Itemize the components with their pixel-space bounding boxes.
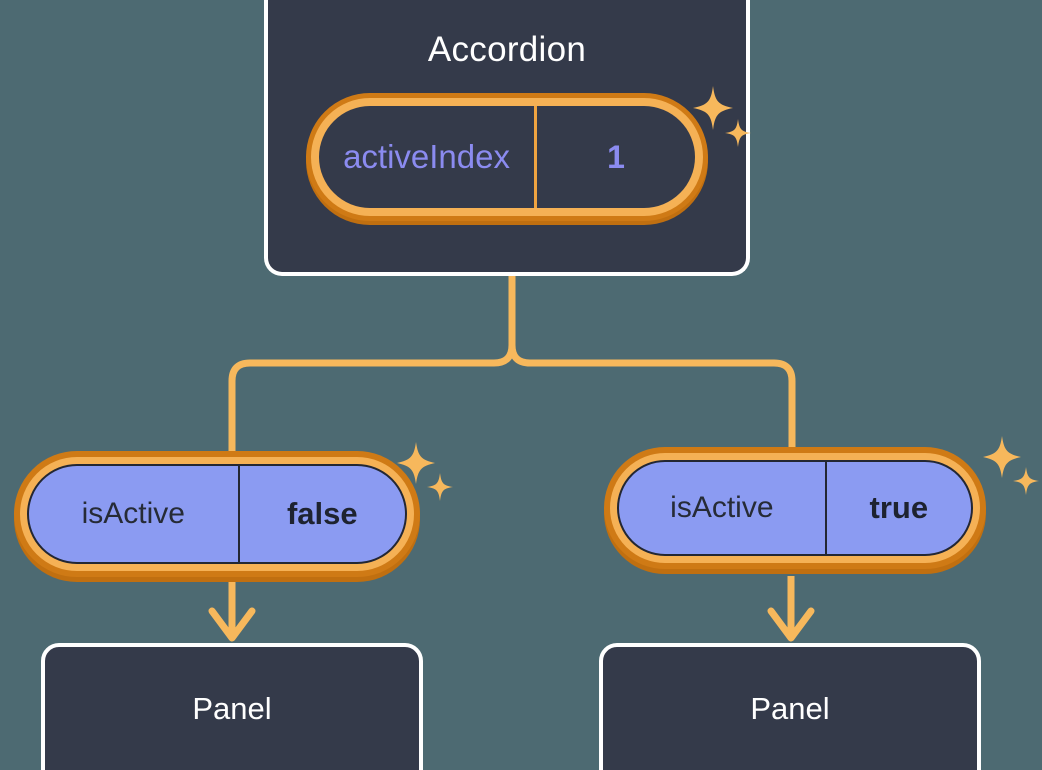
arrow-down-icon-left bbox=[208, 582, 256, 642]
state-pill-inner: activeIndex 1 bbox=[319, 106, 695, 208]
state-key-label: isActive bbox=[29, 466, 240, 562]
state-pill-is-active-true[interactable]: isActive true bbox=[604, 447, 986, 569]
state-pill-inner: isActive false bbox=[27, 464, 407, 564]
arrow-down-icon-right bbox=[767, 576, 815, 642]
state-value-label: true bbox=[869, 490, 929, 525]
panel-component-card-left[interactable]: Panel bbox=[41, 643, 423, 770]
panel-title: Panel bbox=[192, 691, 272, 726]
state-pill-is-active-false[interactable]: isActive false bbox=[14, 451, 420, 577]
connector-root-to-left bbox=[228, 272, 516, 455]
state-pill-active-index[interactable]: activeIndex 1 bbox=[306, 93, 708, 221]
connector-root-to-right bbox=[508, 272, 796, 451]
panel-component-card-right[interactable]: Panel bbox=[599, 643, 981, 770]
accordion-title: Accordion bbox=[427, 30, 587, 69]
state-value-label: false bbox=[286, 496, 358, 531]
panel-title: Panel bbox=[750, 691, 830, 726]
state-key-label: isActive bbox=[619, 462, 827, 554]
state-pill-inner: isActive true bbox=[617, 460, 973, 556]
state-key-label: activeIndex bbox=[319, 106, 538, 208]
state-value-label: 1 bbox=[607, 138, 625, 175]
